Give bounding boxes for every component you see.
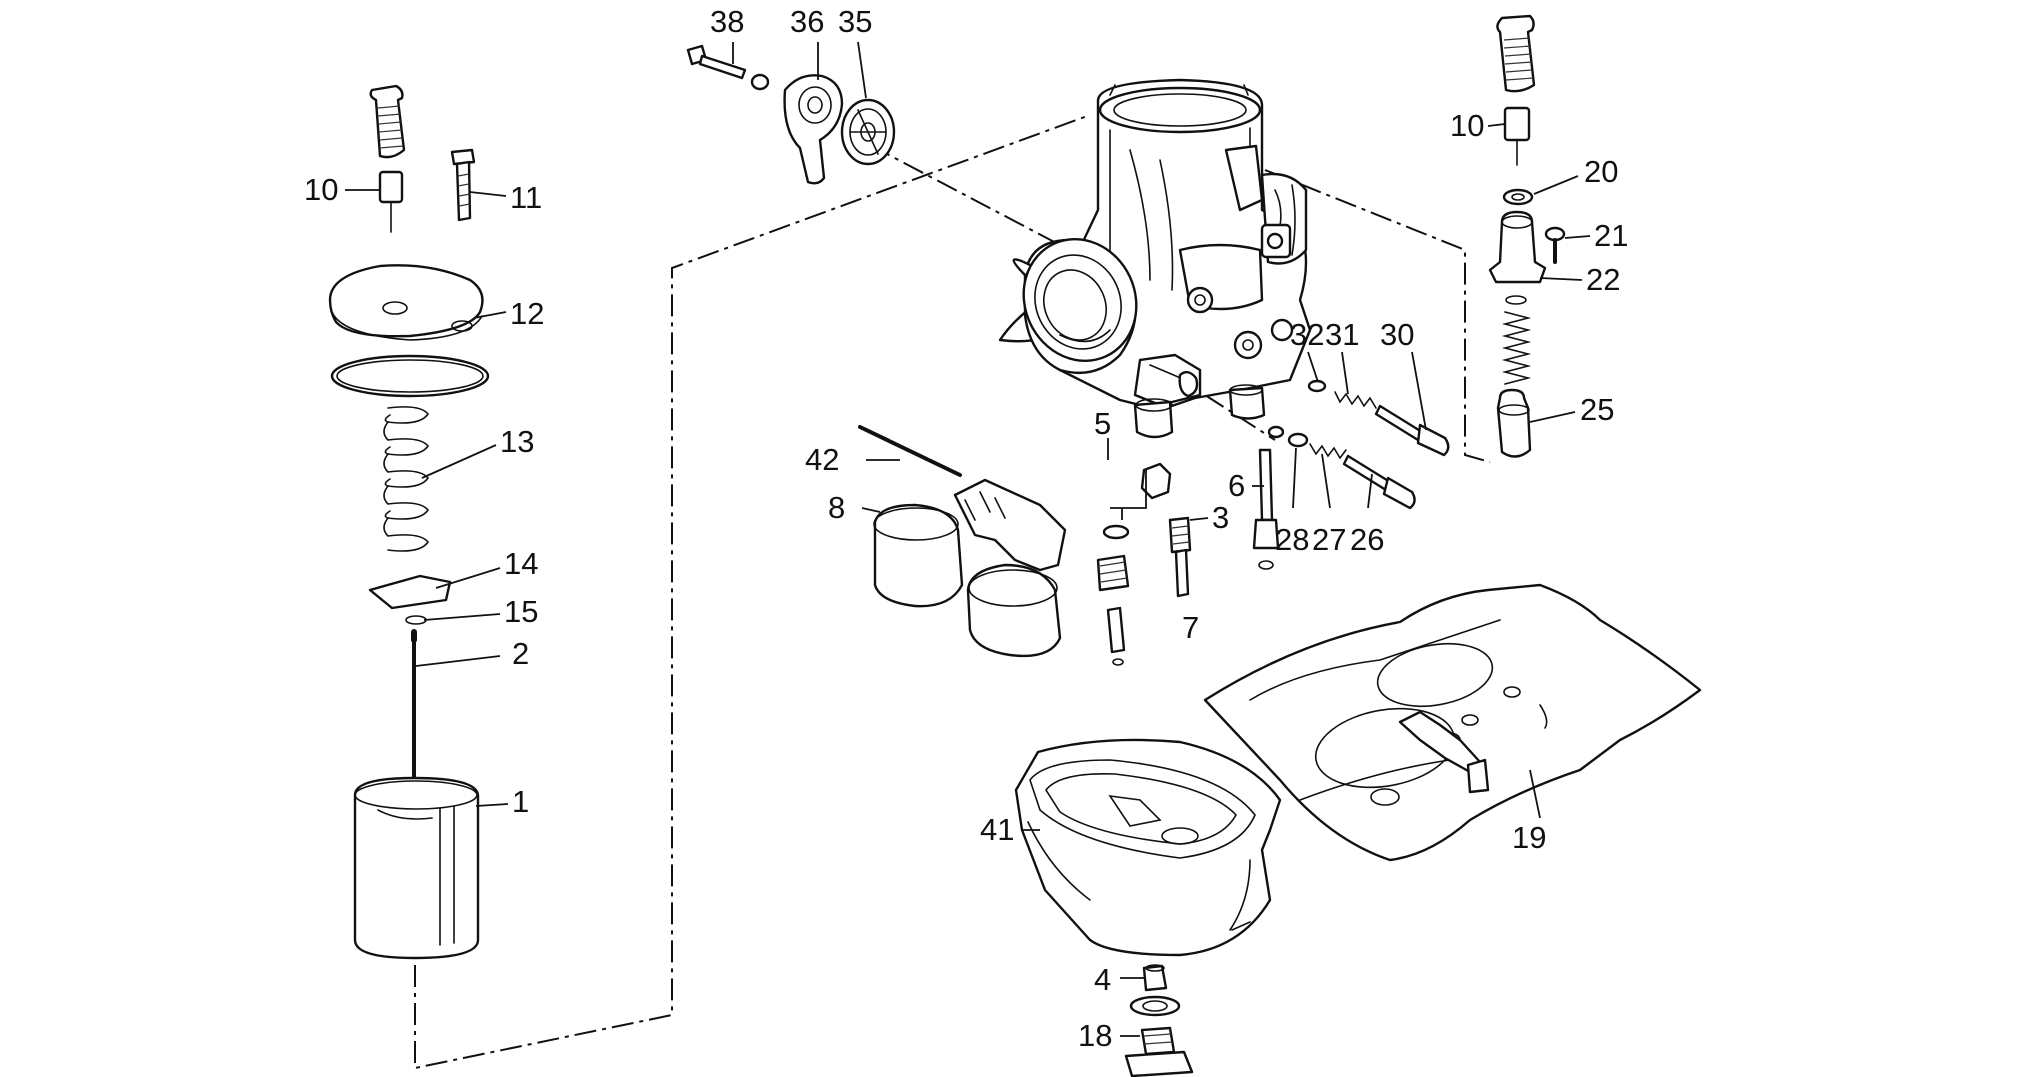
part-26-screw: [1342, 454, 1416, 510]
label-25: 25: [1580, 392, 1614, 427]
part-30-screw: [1374, 404, 1450, 457]
part-oring-left: [330, 354, 490, 398]
label-6: 6: [1228, 468, 1245, 503]
label-8: 8: [828, 490, 845, 525]
part-31-spring: [1334, 391, 1377, 409]
label-14: 14: [504, 546, 538, 581]
part-27-spring: [1309, 443, 1347, 460]
rubber-boot-left: [369, 84, 406, 159]
label-21: 21: [1594, 218, 1628, 253]
label-1: 1: [512, 784, 529, 819]
label-36: 36: [790, 4, 824, 39]
label-19: 19: [1512, 820, 1546, 855]
part-41-float-bowl: [1014, 738, 1282, 957]
part-19-gasket-sheet: [1203, 583, 1702, 862]
part-spring-right: [1501, 295, 1532, 385]
part-10-nut-right: [1503, 106, 1531, 166]
label-42: 42: [805, 442, 839, 477]
part-12-cap: [328, 264, 484, 341]
label-3: 3: [1212, 500, 1229, 535]
label-5: 5: [1094, 406, 1111, 441]
label-32: 32: [1290, 317, 1324, 352]
label-10-left: 10: [304, 172, 338, 207]
leader-lines: [345, 41, 1591, 1037]
label-12: 12: [510, 296, 544, 331]
callout-labels: 38 36 35 10 11 12 13 14 15 2 1 42 8 5 3 …: [304, 4, 1628, 1053]
label-35: 35: [838, 4, 872, 39]
label-18: 18: [1078, 1018, 1112, 1053]
carburetor-body: [998, 78, 1312, 439]
part-5-nut: [1140, 462, 1172, 500]
label-27: 27: [1312, 522, 1346, 557]
label-15: 15: [504, 594, 538, 629]
part-11-screw: [450, 148, 476, 222]
label-28: 28: [1275, 522, 1309, 557]
label-4: 4: [1094, 962, 1111, 997]
part-20-washer: [1502, 188, 1534, 206]
part-6-jet: [1252, 448, 1280, 570]
part-35-diaphragm: [840, 98, 896, 166]
label-2: 2: [512, 636, 529, 671]
part-10-nut-left: [378, 170, 404, 233]
label-30: 30: [1380, 317, 1414, 352]
part-25-plunger: [1496, 388, 1532, 458]
part-14-plate: [368, 574, 452, 610]
label-10-right: 10: [1450, 108, 1484, 143]
part-7-jet-assembly: [1096, 470, 1147, 666]
part-38-bolt: [686, 44, 770, 91]
part-3-jet: [1168, 516, 1192, 598]
label-20: 20: [1584, 154, 1618, 189]
part-36-cover: [783, 74, 844, 185]
part-15-clip: [405, 615, 427, 625]
label-31: 31: [1325, 317, 1359, 352]
part-8-float: [873, 478, 1067, 658]
label-7: 7: [1182, 610, 1199, 645]
part-22-fitting: [1488, 210, 1547, 284]
part-18-bolt: [1124, 995, 1194, 1077]
part-32-washer: [1307, 379, 1327, 393]
label-13: 13: [500, 424, 534, 459]
label-11: 11: [510, 180, 542, 215]
part-13-spring: [383, 406, 429, 552]
part-21-screw: [1544, 226, 1566, 264]
label-26: 26: [1350, 522, 1384, 557]
part-1-slide: [353, 776, 480, 960]
rubber-boot-right: [1496, 14, 1536, 93]
part-28-oring: [1267, 425, 1309, 448]
label-38: 38: [710, 4, 744, 39]
part-4-plug: [1142, 964, 1168, 992]
part-42-pin: [858, 425, 962, 477]
label-22: 22: [1586, 262, 1620, 297]
label-41: 41: [980, 812, 1014, 847]
